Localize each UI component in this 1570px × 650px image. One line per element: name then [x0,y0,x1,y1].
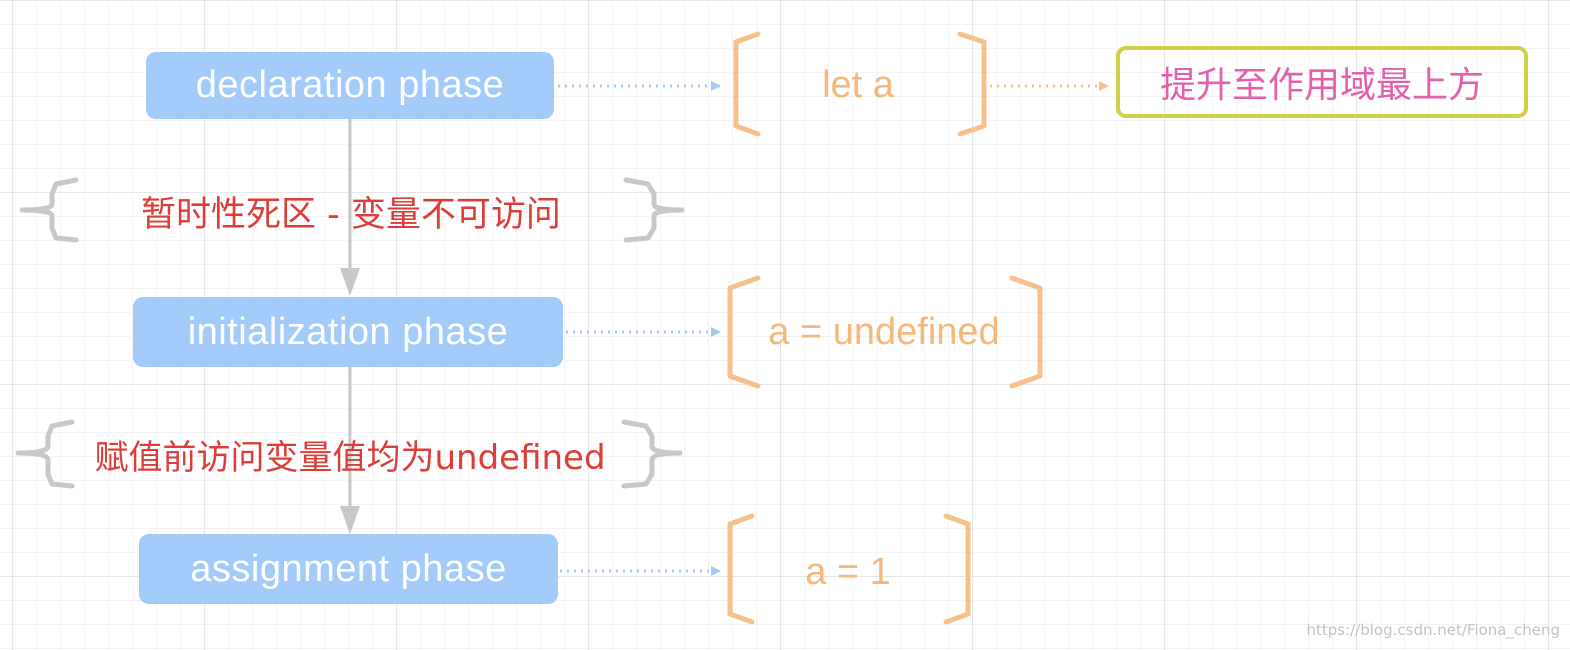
brace-before-assignment [15,419,683,489]
declaration-phase-box: declaration phase [146,52,554,119]
a-undefined-text: a = undefined [768,310,1000,353]
flow-arrow-initialization-to-assignment [340,367,360,534]
hoisting-note-text: 提升至作用域最上方 [1159,65,1484,106]
before-assignment-note: 赋值前访问变量值均为undefined [94,437,606,478]
bracket-let-a [733,31,987,137]
bracket-a-undefined [727,275,1043,389]
a-equals-1-text: a = 1 [805,550,891,593]
watermark: https://blog.csdn.net/Fiona_cheng [1306,621,1560,639]
declaration-phase-label: declaration phase [195,64,505,106]
hoisting-note-box: 提升至作用域最上方 [1116,46,1528,118]
bracket-a-1 [727,513,971,625]
initialization-phase-box: initialization phase [133,297,563,367]
tdz-note: 暂时性死区 - 变量不可访问 [141,194,561,235]
assignment-phase-label: assignment phase [190,547,507,590]
flow-arrow-declaration-to-initialization [340,119,360,296]
brace-tdz [19,177,685,243]
let-a-text: let a [822,63,894,106]
assignment-phase-box: assignment phase [139,534,558,604]
initialization-phase-label: initialization phase [187,310,509,353]
